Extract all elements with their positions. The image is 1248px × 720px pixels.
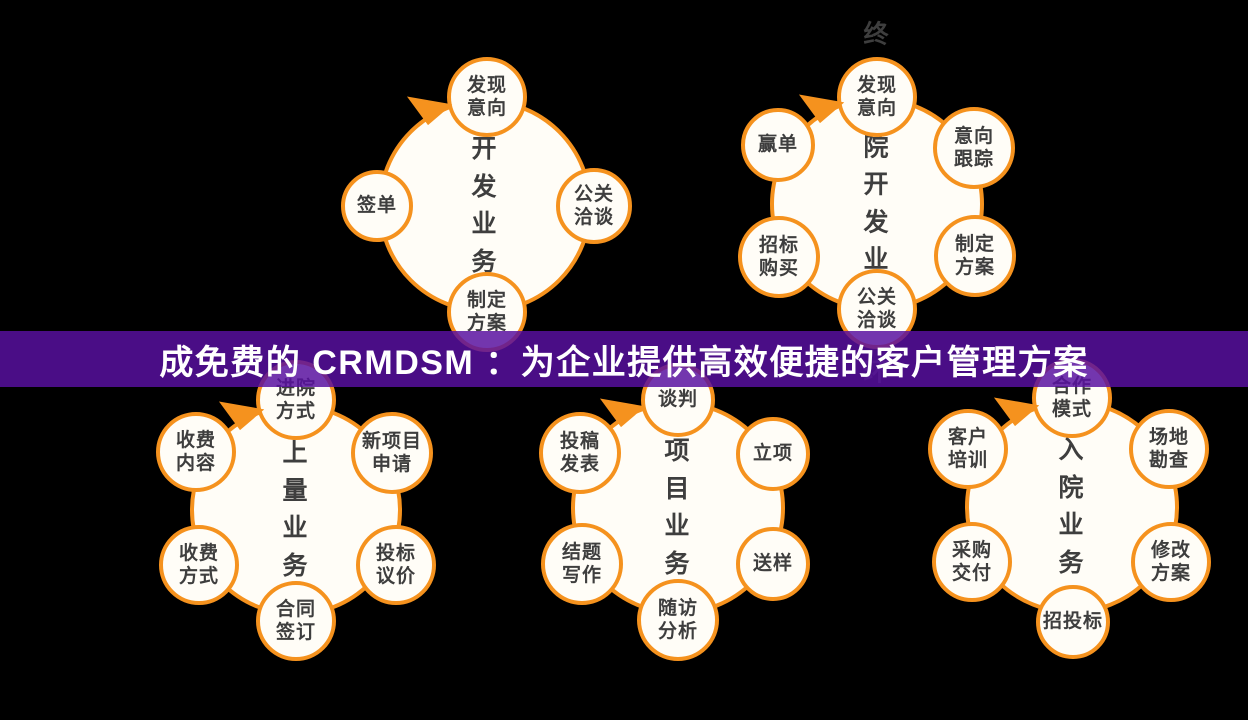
cycle-node: 结题 写作 (541, 523, 623, 605)
cycle-node: 制定 方案 (934, 215, 1016, 297)
cycle-node: 发现 意向 (447, 57, 527, 137)
cycle-node: 招标 购买 (738, 216, 820, 298)
cycle-node: 招投标 (1036, 585, 1110, 659)
cycle-node: 场地 勘查 (1129, 409, 1209, 489)
cycle-node: 客户 培训 (928, 409, 1008, 489)
cycle-node: 随访 分析 (637, 579, 719, 661)
cycle-node: 送样 (736, 527, 810, 601)
cycle-node: 收费 方式 (159, 525, 239, 605)
cycle-node: 签单 (341, 170, 413, 242)
cycle-node: 修改 方案 (1131, 522, 1211, 602)
cycle-node: 合同 签订 (256, 581, 336, 661)
cycle-node: 公关 洽谈 (556, 168, 632, 244)
cycle-node: 采购 交付 (932, 522, 1012, 602)
cycle-node: 立项 (736, 417, 810, 491)
cycle-node: 赢单 (741, 108, 815, 182)
headline-banner: 成免费的 CRMDSM ：为企业提供高效便捷的客户管理方案 (0, 331, 1248, 387)
headline-text: 成免费的 CRMDSM ：为企业提供高效便捷的客户管理方案 (159, 343, 1089, 382)
cycle-node: 收费 内容 (156, 412, 236, 492)
cycle-node: 新项目 申请 (351, 412, 433, 494)
cycle-node: 意向 跟踪 (933, 107, 1015, 189)
cycle-node: 投稿 发表 (539, 412, 621, 494)
cycle-node: 投标 议价 (356, 525, 436, 605)
cycle-node: 发现 意向 (837, 57, 917, 137)
